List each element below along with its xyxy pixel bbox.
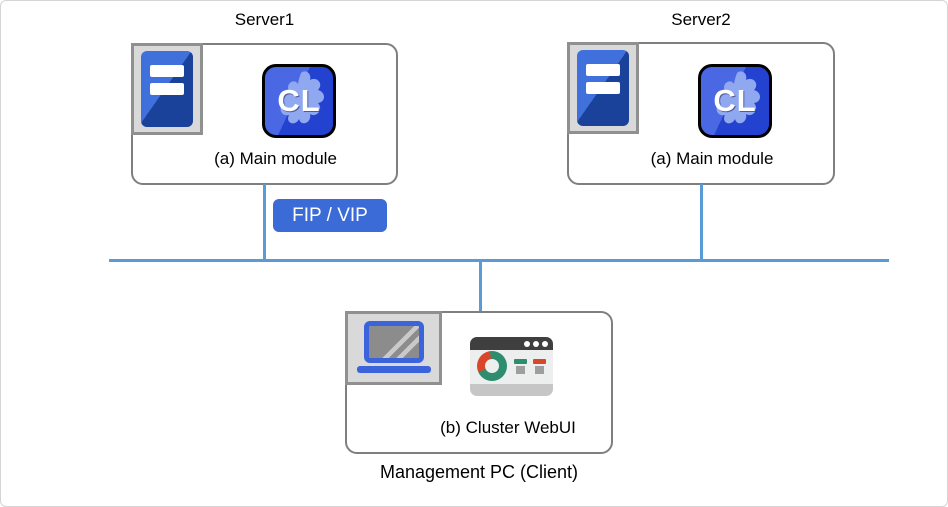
management-pc-node-box: (b) Cluster WebUI [345, 311, 613, 454]
cl-app-icon: CL [262, 64, 336, 138]
server-icon [567, 42, 639, 134]
server1-title: Server1 [234, 10, 295, 29]
browser-footer [470, 384, 553, 396]
window-dot-icon [524, 340, 530, 347]
browser-titlebar [470, 337, 553, 350]
management-pc-caption: Management PC (Client) [379, 462, 579, 482]
laptop-icon [345, 311, 442, 385]
server-tower-icon [141, 51, 193, 127]
cl-app-icon: CL [698, 64, 772, 138]
fip-vip-badge: FIP / VIP [273, 199, 387, 232]
window-dot-icon [533, 340, 539, 347]
client-network-connector [479, 261, 482, 313]
window-dot-icon [542, 340, 548, 347]
donut-chart-icon [477, 351, 507, 381]
laptop-base [356, 366, 431, 373]
cl-app-label: CL [713, 83, 757, 118]
management-pc-module-label: (b) Cluster WebUI [440, 418, 576, 437]
stat-widget-green [514, 359, 528, 374]
cl-blob-shape [280, 71, 324, 124]
server2-network-connector [700, 184, 703, 261]
server1-network-connector [263, 184, 266, 261]
server-tower-icon [577, 50, 629, 126]
server-icon [131, 43, 203, 135]
browser-body [470, 350, 553, 384]
network-bus-line [109, 259, 889, 262]
cl-app-label: CL [277, 83, 321, 118]
stat-widget-red [533, 359, 547, 374]
server1-node-box: CL (a) Main module [131, 43, 398, 185]
server2-title: Server2 [671, 10, 731, 29]
server2-node-box: CL (a) Main module [567, 42, 835, 185]
server1-module-label: (a) Main module [214, 149, 337, 168]
laptop-screen [363, 321, 424, 363]
browser-window-icon [470, 337, 553, 396]
cl-blob-shape [716, 71, 760, 124]
server2-module-label: (a) Main module [650, 149, 774, 168]
